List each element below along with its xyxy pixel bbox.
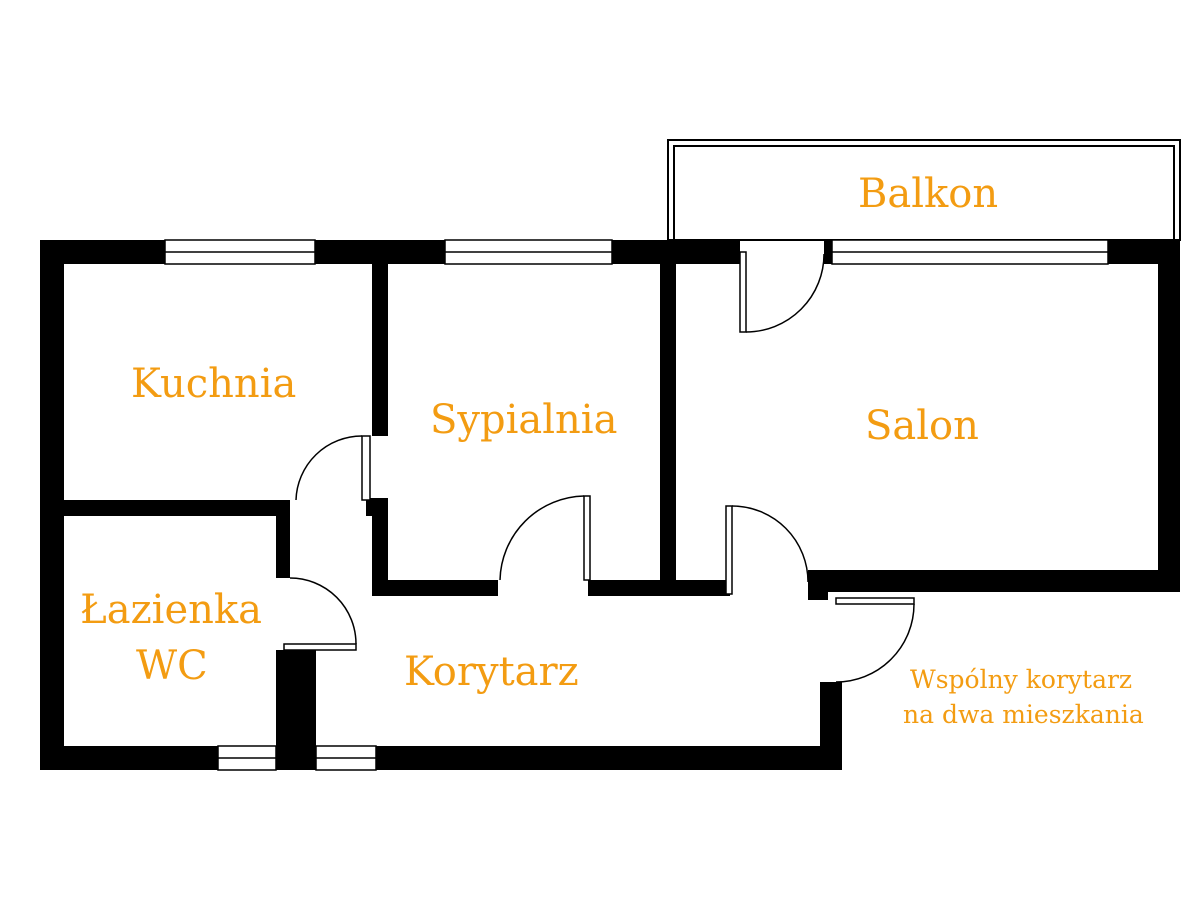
room-label-lazienka: Łazienka bbox=[80, 587, 262, 633]
wall-top-3 bbox=[612, 240, 740, 264]
wall-salon-jamb bbox=[808, 570, 828, 600]
window-kitchen bbox=[164, 239, 316, 265]
door-salon bbox=[725, 505, 809, 595]
room-label-korytarz: Korytarz bbox=[404, 649, 579, 695]
windows bbox=[164, 239, 1109, 771]
wall-bottom-2 bbox=[376, 746, 842, 770]
door-bathroom bbox=[283, 577, 357, 651]
wall-top-4 bbox=[824, 240, 832, 264]
wall-bedroom-left bbox=[372, 498, 388, 594]
window-corridor bbox=[315, 745, 377, 771]
room-label-kuchnia: Kuchnia bbox=[131, 361, 297, 407]
doors bbox=[283, 251, 915, 683]
shared-corridor-note-line1: Wspólny korytarz bbox=[910, 665, 1133, 694]
wall-right bbox=[1158, 240, 1180, 592]
door-entrance bbox=[835, 597, 915, 683]
wall-bedroom-bottom-1 bbox=[372, 580, 498, 596]
wall-bedroom-bottom-2 bbox=[588, 580, 730, 596]
window-salon bbox=[831, 239, 1109, 265]
room-label-balkon: Balkon bbox=[858, 171, 999, 217]
wall-bottom-1 bbox=[40, 746, 218, 770]
wall-bath-right-top bbox=[276, 510, 290, 578]
door-bedroom bbox=[499, 495, 591, 581]
room-label-salon: Salon bbox=[865, 403, 979, 449]
shared-corridor-note-line2: na dwa mieszkania bbox=[903, 700, 1144, 729]
room-label-sypialnia: Sypialnia bbox=[430, 397, 618, 443]
door-balcony bbox=[739, 251, 825, 333]
wall-bedroom-salon bbox=[660, 264, 676, 594]
door-kitchen bbox=[295, 435, 371, 501]
wall-bottom-pillar bbox=[276, 718, 316, 770]
walls bbox=[40, 240, 1180, 770]
wall-bath-right-bottom bbox=[276, 650, 316, 720]
wall-kitchen-right bbox=[372, 264, 388, 436]
room-label-wc: WC bbox=[136, 643, 208, 689]
wall-top-2 bbox=[315, 240, 445, 264]
window-bathroom bbox=[217, 745, 277, 771]
window-bedroom bbox=[444, 239, 613, 265]
wall-kitchen-bath bbox=[40, 500, 290, 516]
wall-salon-bottom bbox=[820, 570, 1180, 592]
